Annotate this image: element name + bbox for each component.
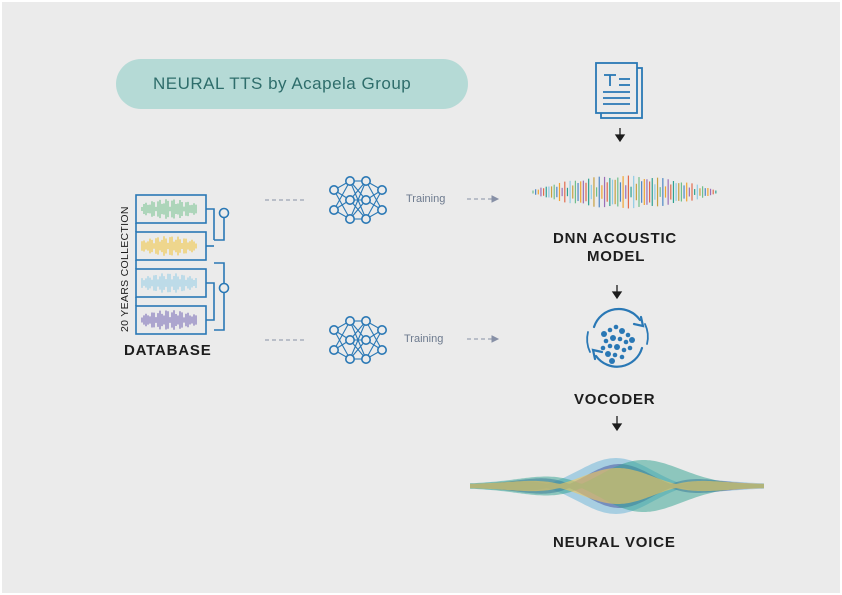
nn-node [376, 185, 387, 196]
vocoder-dot [627, 345, 633, 351]
vocoder-dot [613, 324, 619, 330]
nn-node [344, 334, 355, 345]
nn-edge [365, 189, 383, 220]
nn-node [360, 334, 371, 345]
database-label: DATABASE [124, 342, 212, 359]
page-title: NEURAL TTS by Acapela Group [153, 74, 412, 93]
nn-node [328, 185, 339, 196]
voice-wave-icon [470, 458, 765, 514]
training-label-bottom: Training [404, 333, 444, 345]
vocoder-dot [612, 352, 618, 358]
neural-network-icon [328, 315, 387, 364]
nn-node [344, 315, 355, 326]
vocoder-dot [619, 328, 625, 334]
vocoder-dot [621, 347, 627, 353]
dnn-label-line1: DNN ACOUSTIC [553, 230, 678, 247]
nn-node [328, 205, 339, 216]
database-side-label: 20 YEARS COLLECTION [119, 206, 131, 332]
database-icon [135, 194, 230, 335]
vocoder-icon [586, 307, 649, 368]
nn-node [360, 315, 371, 326]
neural-network-icon [328, 176, 387, 225]
nn-node [328, 324, 339, 335]
vocoder-core [600, 324, 635, 364]
arrow-down-icon [611, 416, 623, 432]
nn-edge [333, 180, 351, 211]
training-label-top: Training [406, 193, 446, 205]
title-pill [116, 59, 468, 109]
nn-node [360, 353, 371, 364]
nn-node [376, 344, 387, 355]
nn-node [344, 214, 355, 225]
arrow-down-icon [614, 128, 626, 143]
nn-node [344, 353, 355, 364]
vocoder-label: VOCODER [574, 391, 656, 408]
vocoder-dot [619, 354, 625, 360]
waveform-icon [532, 175, 717, 209]
nn-edge [349, 320, 367, 360]
vocoder-dot [605, 351, 611, 357]
neural-voice-label: NEURAL VOICE [553, 534, 676, 551]
vocoder-dot [617, 336, 623, 342]
dashed-arrow-icon [467, 195, 500, 203]
document-icon [595, 62, 643, 119]
nn-node [328, 344, 339, 355]
database-waveforms [141, 199, 197, 330]
nn-edge [333, 320, 351, 351]
vocoder-dot [607, 327, 613, 333]
vocoder-dot [614, 344, 620, 350]
nn-node [376, 324, 387, 335]
nn-node [360, 214, 371, 225]
arrow-down-icon [611, 285, 623, 300]
vocoder-dot [601, 331, 607, 337]
nn-node [344, 176, 355, 187]
dnn-label-line2: MODEL [587, 248, 646, 265]
vocoder-dot [607, 343, 613, 349]
vocoder-dot [603, 338, 609, 344]
vocoder-dot [623, 339, 629, 345]
dashed-arrow-icon [467, 335, 500, 343]
vocoder-dot [609, 358, 615, 364]
nn-node [360, 176, 371, 187]
nn-edge [365, 329, 383, 360]
vocoder-dot [625, 332, 631, 338]
nn-node [344, 195, 355, 206]
vocoder-dot [610, 335, 616, 341]
nn-edge [349, 180, 367, 220]
vocoder-dot [629, 337, 635, 343]
nn-node [376, 205, 387, 216]
nn-node [360, 195, 371, 206]
vocoder-dot [600, 345, 606, 351]
